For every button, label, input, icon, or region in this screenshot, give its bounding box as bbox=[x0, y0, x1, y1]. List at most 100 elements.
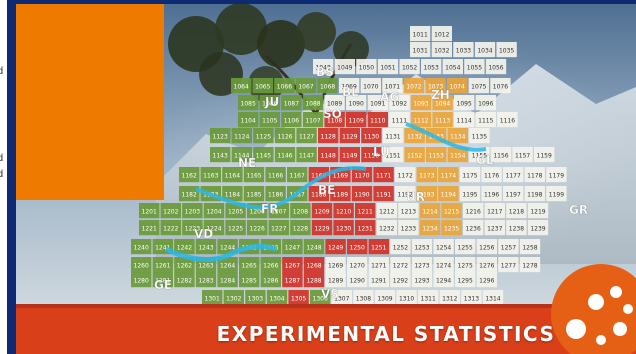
map-tile-number: 1164 bbox=[225, 173, 240, 180]
map-tile: 1247 bbox=[282, 239, 303, 255]
map-tile-number: 1069 bbox=[342, 84, 357, 91]
map-tile-box bbox=[259, 95, 280, 111]
map-tile-box bbox=[282, 239, 303, 255]
map-tile-number: 1213 bbox=[401, 209, 416, 216]
map-tile-number: 1214 bbox=[422, 209, 437, 216]
map-tile-number: 1227 bbox=[271, 226, 286, 233]
map-tile-number: 1290 bbox=[350, 278, 365, 285]
map-tile-number: 1228 bbox=[293, 226, 308, 233]
map-tile-number: 1276 bbox=[479, 263, 494, 270]
map-tile-number: 1242 bbox=[177, 245, 192, 252]
map-tile-box bbox=[419, 203, 441, 219]
map-tile-number: 1268 bbox=[306, 263, 321, 270]
map-tile-number: 1209 bbox=[314, 209, 329, 216]
map-tile-box bbox=[404, 128, 425, 144]
map-tile-number: 1231 bbox=[358, 226, 373, 233]
map-tile: 1069 bbox=[339, 78, 360, 94]
map-tile: 1288 bbox=[303, 272, 325, 288]
map-tile-box bbox=[265, 186, 286, 202]
map-tile: 1185 bbox=[243, 186, 265, 202]
map-tile: 1253 bbox=[411, 239, 433, 255]
map-tile: 1066 bbox=[274, 78, 295, 94]
map-tile-box bbox=[296, 128, 317, 144]
map-tile: 1301 bbox=[202, 290, 223, 306]
map-tile-box bbox=[468, 78, 489, 94]
map-tile: 1284 bbox=[217, 272, 238, 288]
map-tile-number: 1212 bbox=[379, 209, 394, 216]
map-tile-box bbox=[367, 112, 388, 128]
map-tile: 1275 bbox=[455, 257, 476, 273]
map-tile-number: 1176 bbox=[484, 173, 499, 180]
map-tile-number: 1273 bbox=[414, 263, 429, 270]
map-tile-number: 1174 bbox=[441, 173, 456, 180]
map-tile-box bbox=[416, 167, 437, 183]
map-tile: 1172 bbox=[395, 167, 416, 183]
map-tile-number: 1255 bbox=[458, 245, 473, 252]
map-tile: 1196 bbox=[481, 186, 502, 202]
map-tile-number: 1190 bbox=[354, 192, 369, 199]
map-tile: 1208 bbox=[290, 203, 311, 219]
map-tile-box bbox=[253, 128, 274, 144]
map-tile-number: 1054 bbox=[445, 65, 460, 72]
map-tile-number: 1271 bbox=[371, 263, 386, 270]
map-tile: 1280 bbox=[131, 272, 152, 288]
map-tile-number: 1088 bbox=[305, 101, 320, 108]
map-tile-number: 1153 bbox=[429, 153, 444, 160]
map-tile: 1201 bbox=[139, 203, 160, 219]
map-tile-number: 1210 bbox=[336, 209, 351, 216]
map-tile-box bbox=[355, 220, 376, 236]
orange-block bbox=[16, 4, 164, 200]
map-tile-number: 1033 bbox=[456, 48, 471, 55]
map-tile-number: 1156 bbox=[493, 153, 508, 160]
map-tile-number: 1066 bbox=[277, 84, 292, 91]
map-tile: 1226 bbox=[247, 220, 268, 236]
map-tile-number: 1280 bbox=[134, 278, 149, 285]
map-tile-number: 1313 bbox=[464, 296, 479, 303]
map-tile-box bbox=[432, 112, 453, 128]
map-tile: 1167 bbox=[287, 167, 308, 183]
map-tile-box bbox=[182, 220, 203, 236]
canton-label: BL bbox=[342, 85, 359, 99]
map-tile-box bbox=[160, 220, 181, 236]
map-tile: 1248 bbox=[303, 239, 325, 255]
map-tile-box bbox=[334, 59, 355, 75]
map-tile-number: 1249 bbox=[328, 245, 343, 252]
map-tile-number: 1165 bbox=[246, 173, 261, 180]
map-tile-box bbox=[506, 203, 527, 219]
map-tile-number: 1090 bbox=[349, 101, 364, 108]
map-tile: 1258 bbox=[519, 239, 541, 255]
map-tile-box bbox=[311, 220, 333, 236]
map-tile-number: 1135 bbox=[472, 134, 487, 141]
map-tile-number: 1145 bbox=[256, 153, 271, 160]
map-tile-number: 1091 bbox=[370, 101, 385, 108]
map-tile-box bbox=[325, 239, 346, 255]
map-tile-number: 1163 bbox=[203, 173, 218, 180]
map-tile: 1262 bbox=[174, 257, 195, 273]
map-tile: 1256 bbox=[476, 239, 497, 255]
map-tile-number: 1166 bbox=[268, 173, 283, 180]
map-tile-number: 1311 bbox=[421, 296, 436, 303]
map-tile-box bbox=[203, 220, 225, 236]
map-tile: 1182 bbox=[179, 186, 200, 202]
map-tile-number: 1247 bbox=[285, 245, 300, 252]
map-tile: 1269 bbox=[325, 257, 346, 273]
map-tile-box bbox=[353, 290, 374, 306]
map-tile-box bbox=[527, 203, 549, 219]
map-tile-box bbox=[346, 95, 367, 111]
map-tile-box bbox=[317, 78, 338, 94]
map-tile-box bbox=[287, 167, 308, 183]
map-tile-box bbox=[361, 128, 382, 144]
map-tile-number: 1155 bbox=[472, 153, 487, 160]
map-tile-number: 1073 bbox=[428, 84, 443, 91]
map-tile-box bbox=[463, 203, 484, 219]
map-tile-number: 1178 bbox=[527, 173, 542, 180]
map-tile: 1283 bbox=[195, 272, 217, 288]
map-tile: 1266 bbox=[260, 257, 281, 273]
map-tile-number: 1086 bbox=[262, 101, 277, 108]
map-tile-number: 1129 bbox=[342, 134, 357, 141]
map-tile: 1261 bbox=[152, 257, 173, 273]
map-tile-box bbox=[432, 95, 453, 111]
map-tile-number: 1223 bbox=[185, 226, 200, 233]
